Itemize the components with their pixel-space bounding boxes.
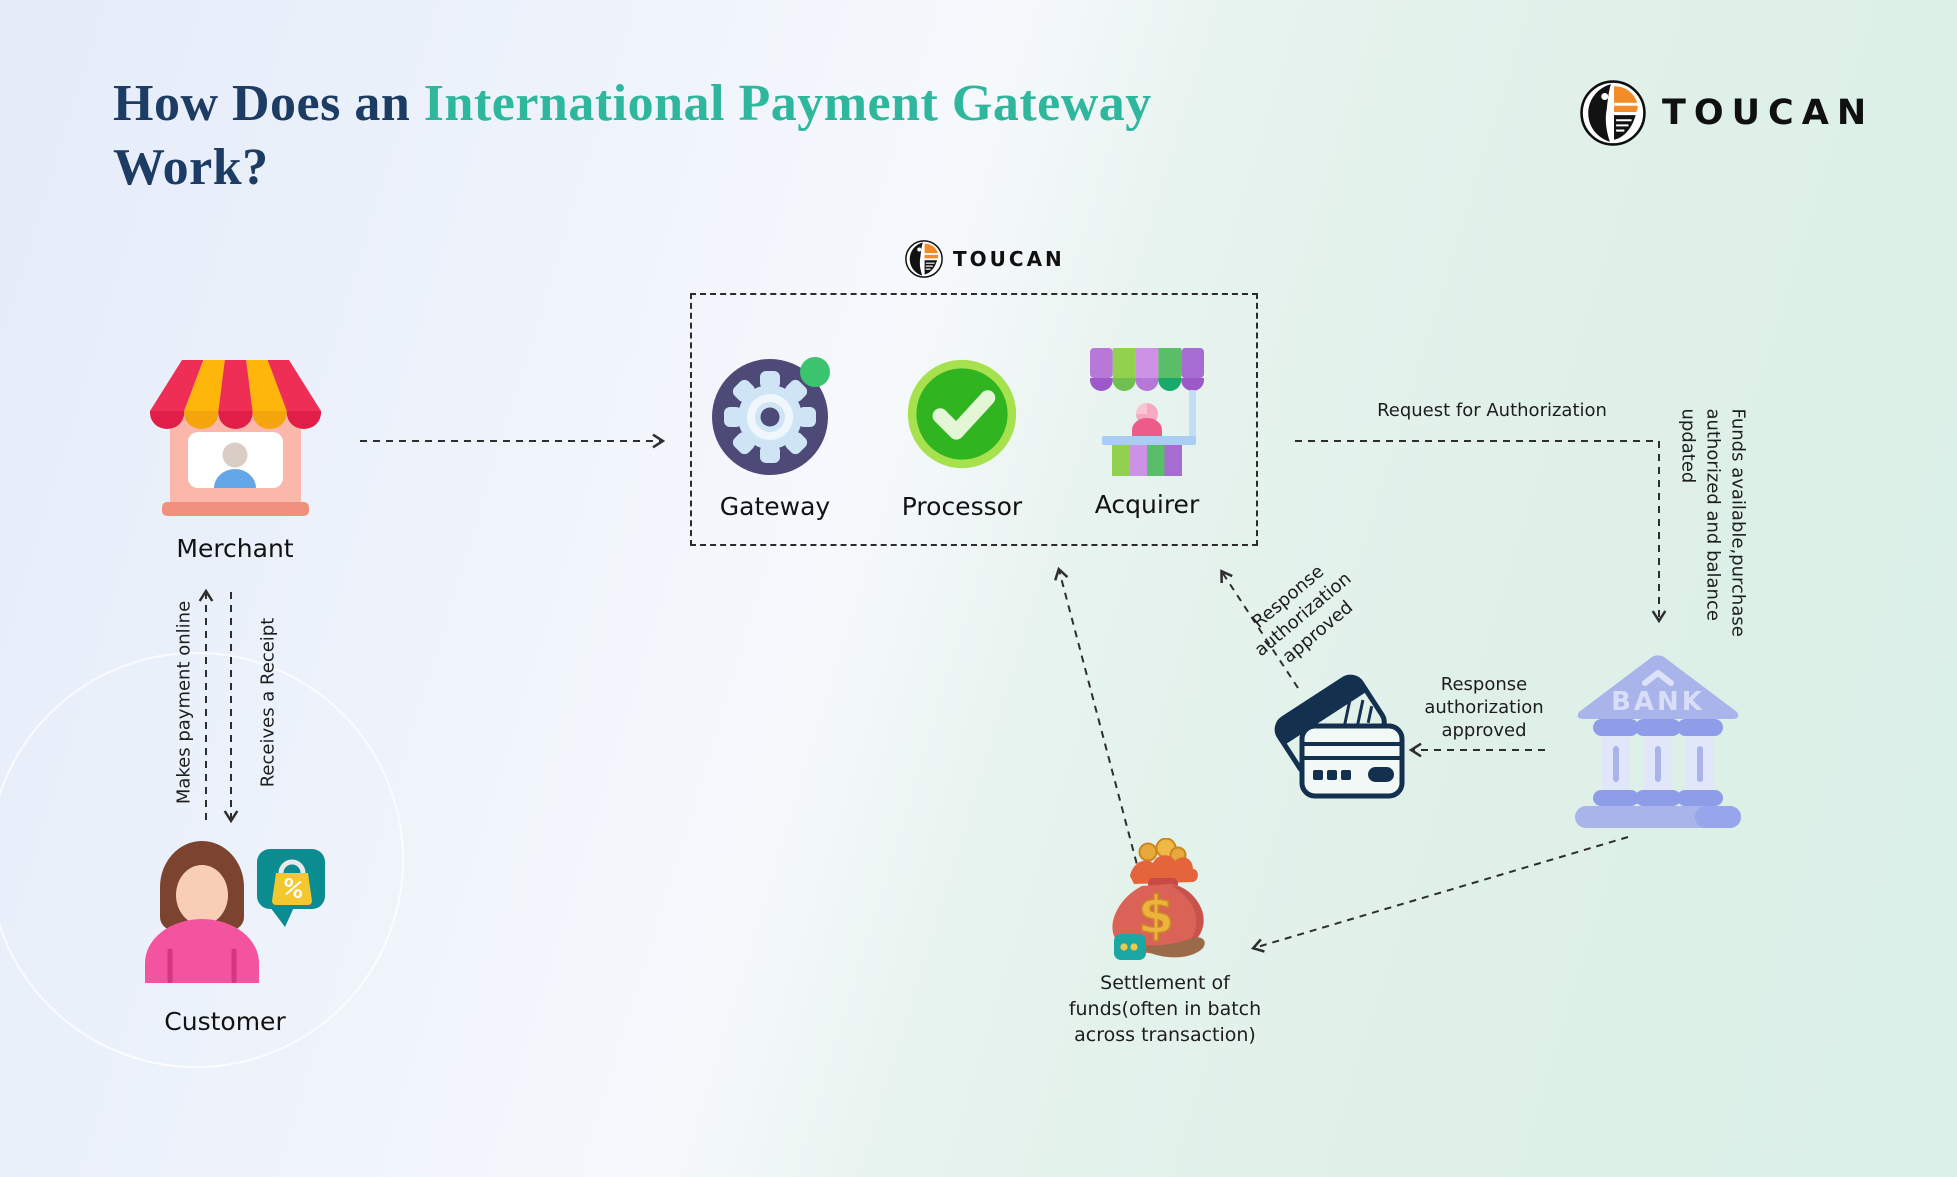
node-bank: BANK <box>1567 648 1749 834</box>
bank-sign: BANK <box>1611 687 1705 717</box>
merchant-storefront-icon <box>149 360 321 516</box>
title-line-1: How Does an International Payment Gatewa… <box>113 72 1193 136</box>
acquirer-stall-icon <box>1090 348 1204 476</box>
flow-label-receives-receipt: Receives a Receipt <box>257 617 279 788</box>
decorative-ring <box>0 652 404 1068</box>
node-gateway: Gateway <box>700 348 850 521</box>
flow-label-request-authorization: Request for Authorization <box>1377 400 1607 421</box>
payment-processing-box <box>690 293 1258 546</box>
bank-icon: BANK <box>1575 655 1741 828</box>
gateway-label: Gateway <box>719 492 831 521</box>
flow-label-response-auth-horizontal: Response authorization approved <box>1424 674 1544 741</box>
flow-label-funds-updated: Funds available,purchase authorized and … <box>1677 408 1749 637</box>
arrow-bank-to-bag <box>1250 836 1629 953</box>
gateway-gear-icon <box>712 357 830 475</box>
brand-logo-small: TOUCAN <box>905 240 1065 278</box>
page-title: How Does an International Payment Gatewa… <box>113 72 1193 200</box>
customer-icon: % <box>144 841 325 983</box>
flow-label-makes-payment: Makes payment online <box>173 600 195 805</box>
merchant-label: Merchant <box>176 534 294 563</box>
toucan-icon <box>1580 80 1646 146</box>
acquirer-label: Acquirer <box>1094 490 1200 519</box>
arrow-acquirer-to-bank <box>1295 440 1667 624</box>
brand-wordmark: TOUCAN <box>953 247 1065 271</box>
credit-card-icon <box>1266 666 1406 805</box>
customer-label: Customer <box>164 1007 286 1036</box>
arrow-card-to-box <box>1220 569 1299 689</box>
node-acquirer: Acquirer <box>1072 346 1222 519</box>
arrow-bag-to-box <box>1054 566 1141 877</box>
flow-label-settlement: Settlement of funds(often in batch acros… <box>1068 972 1262 1046</box>
title-highlight: International Payment Gateway <box>423 75 1152 132</box>
node-customer: % Customer <box>110 833 340 1036</box>
node-merchant: Merchant <box>145 356 325 563</box>
money-bag-icon: $ <box>1076 837 1241 970</box>
title-line-2: Work? <box>113 139 269 196</box>
processor-check-icon <box>907 359 1017 469</box>
node-processor: Processor <box>887 348 1037 521</box>
shopping-bubble-icon: % <box>256 849 325 927</box>
toucan-icon <box>905 240 943 278</box>
processor-label: Processor <box>901 492 1023 521</box>
brand-wordmark: TOUCAN <box>1662 93 1875 133</box>
title-prefix: How Does an <box>113 75 411 132</box>
brand-logo: TOUCAN <box>1580 80 1874 146</box>
